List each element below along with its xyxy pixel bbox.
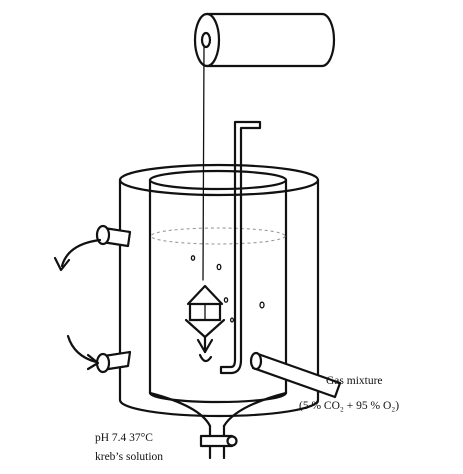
tissue-holder (184, 284, 226, 363)
gas-mixture-composition: (5 % CO₂ + 95 % O₂) (299, 400, 399, 412)
gas-inlet-tube (249, 351, 342, 399)
circulation-arrow-lower (66, 334, 100, 371)
drain-stopcock[interactable] (199, 434, 238, 448)
solution-surface (150, 227, 286, 245)
jacket-lower-port (95, 350, 132, 374)
gas-bubbler-tube (219, 120, 262, 375)
gas-mixture-title: Gas mixture (326, 375, 383, 387)
jacket-upper-port (95, 224, 132, 248)
force-transducer (193, 12, 336, 68)
circulation-arrow-upper (53, 238, 102, 272)
solution-conditions-label: pH 7.4 37°C (95, 432, 153, 444)
inner-tissue-chamber (148, 169, 288, 404)
gas-bubbles (190, 255, 265, 323)
solution-name-label: kreb’s solution (95, 451, 163, 463)
transducer-pulley (200, 31, 212, 49)
suspension-thread (202, 45, 205, 281)
drain-funnel (148, 391, 288, 460)
